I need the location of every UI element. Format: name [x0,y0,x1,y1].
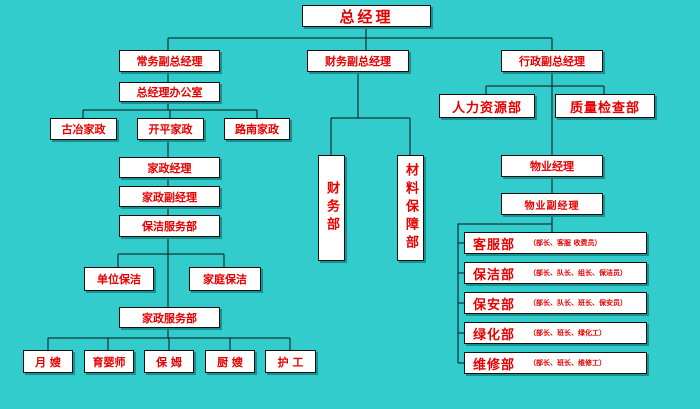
service-maternity-box: 月 嫂 [23,350,73,373]
branch-lunan-box: 路南家政 [224,118,290,140]
service-nanny-box: 保 姆 [144,350,194,373]
gm-office-box: 总经理办公室 [119,82,220,102]
hr-dept-box: 人力资源部 [439,94,535,118]
general-manager-box: 总经理 [302,5,431,27]
dept-roles: （部长、队长、班长、保安员） [529,299,628,307]
cleaning-service-box: 保洁服务部 [119,215,220,237]
property-dept-row: 保洁部 （部长、队长、组长、保洁员） [464,262,647,284]
dept-roles: （部长、队长、组长、保洁员） [529,269,628,277]
home-cleaning-box: 家庭保洁 [189,267,261,291]
finance-vp-box: 财务副总经理 [307,50,409,72]
branch-guye-box: 古冶家政 [50,118,117,140]
executive-vp-box: 常务副总经理 [119,50,220,72]
unit-cleaning-box: 单位保洁 [84,267,154,291]
dept-name: 保安部 [473,297,516,313]
branch-kaiping-box: 开平家政 [137,118,204,140]
property-deputy-box: 物业副经理 [501,193,603,215]
domestic-service-box: 家政服务部 [119,307,220,328]
dept-roles: （部长、班长、绿化工） [529,329,607,337]
service-cook-box: 厨 嫂 [205,350,255,373]
property-dept-row: 维修部 （部长、班长、维修工） [464,352,647,374]
property-dept-row: 绿化部 （部长、班长、绿化工） [464,322,647,344]
property-dept-row: 客服部 （部长、客服 收费员） [464,232,647,254]
service-carer-box: 护 工 [265,350,316,373]
dept-roles: （部长、客服 收费员） [529,239,602,247]
dept-roles: （部长、班长、维修工） [529,359,607,367]
finance-dept-box: 财务部 [318,155,345,261]
dept-name: 客服部 [473,237,516,253]
dept-name: 保洁部 [473,267,516,283]
service-nursery-box: 育婴师 [84,350,134,373]
domestic-deputy-box: 家政副经理 [119,186,220,207]
dept-trunk-elbow [457,223,552,243]
qc-dept-box: 质量检查部 [555,94,655,118]
domestic-manager-box: 家政经理 [119,157,220,178]
property-manager-box: 物业经理 [501,155,603,177]
materials-dept-box: 材料保障部 [397,155,424,261]
admin-vp-box: 行政副总经理 [501,50,603,72]
dept-name: 维修部 [473,357,516,373]
property-dept-row: 保安部 （部长、队长、班长、保安员） [464,292,647,314]
dept-name: 绿化部 [473,327,516,343]
